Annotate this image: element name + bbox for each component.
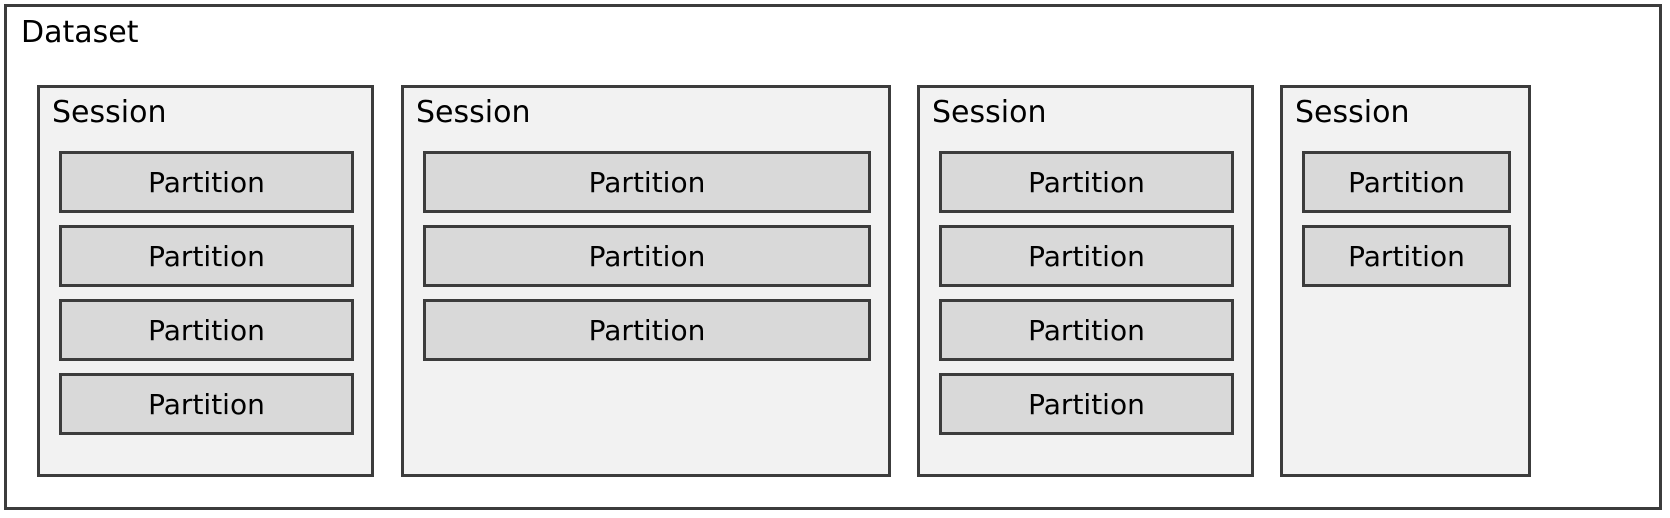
session-box-1: Session Partition Partition Partition Pa… [37, 85, 374, 477]
session-title: Session [932, 95, 1047, 130]
partition-box: Partition [939, 299, 1234, 361]
partition-box: Partition [1302, 151, 1511, 213]
partition-box: Partition [939, 151, 1234, 213]
session-title: Session [1295, 95, 1410, 130]
session-title: Session [416, 95, 531, 130]
partition-box: Partition [59, 299, 354, 361]
session-box-4: Session Partition Partition [1280, 85, 1531, 477]
session-title: Session [52, 95, 167, 130]
partition-box: Partition [939, 373, 1234, 435]
partition-box: Partition [59, 373, 354, 435]
session-box-2: Session Partition Partition Partition [401, 85, 891, 477]
dataset-title: Dataset [21, 15, 139, 50]
partition-box: Partition [939, 225, 1234, 287]
partition-box: Partition [423, 151, 871, 213]
dataset-container: Dataset Session Partition Partition Part… [4, 4, 1662, 510]
session-box-3: Session Partition Partition Partition Pa… [917, 85, 1254, 477]
partition-box: Partition [423, 299, 871, 361]
partition-box: Partition [423, 225, 871, 287]
partition-box: Partition [1302, 225, 1511, 287]
partition-box: Partition [59, 225, 354, 287]
partition-box: Partition [59, 151, 354, 213]
